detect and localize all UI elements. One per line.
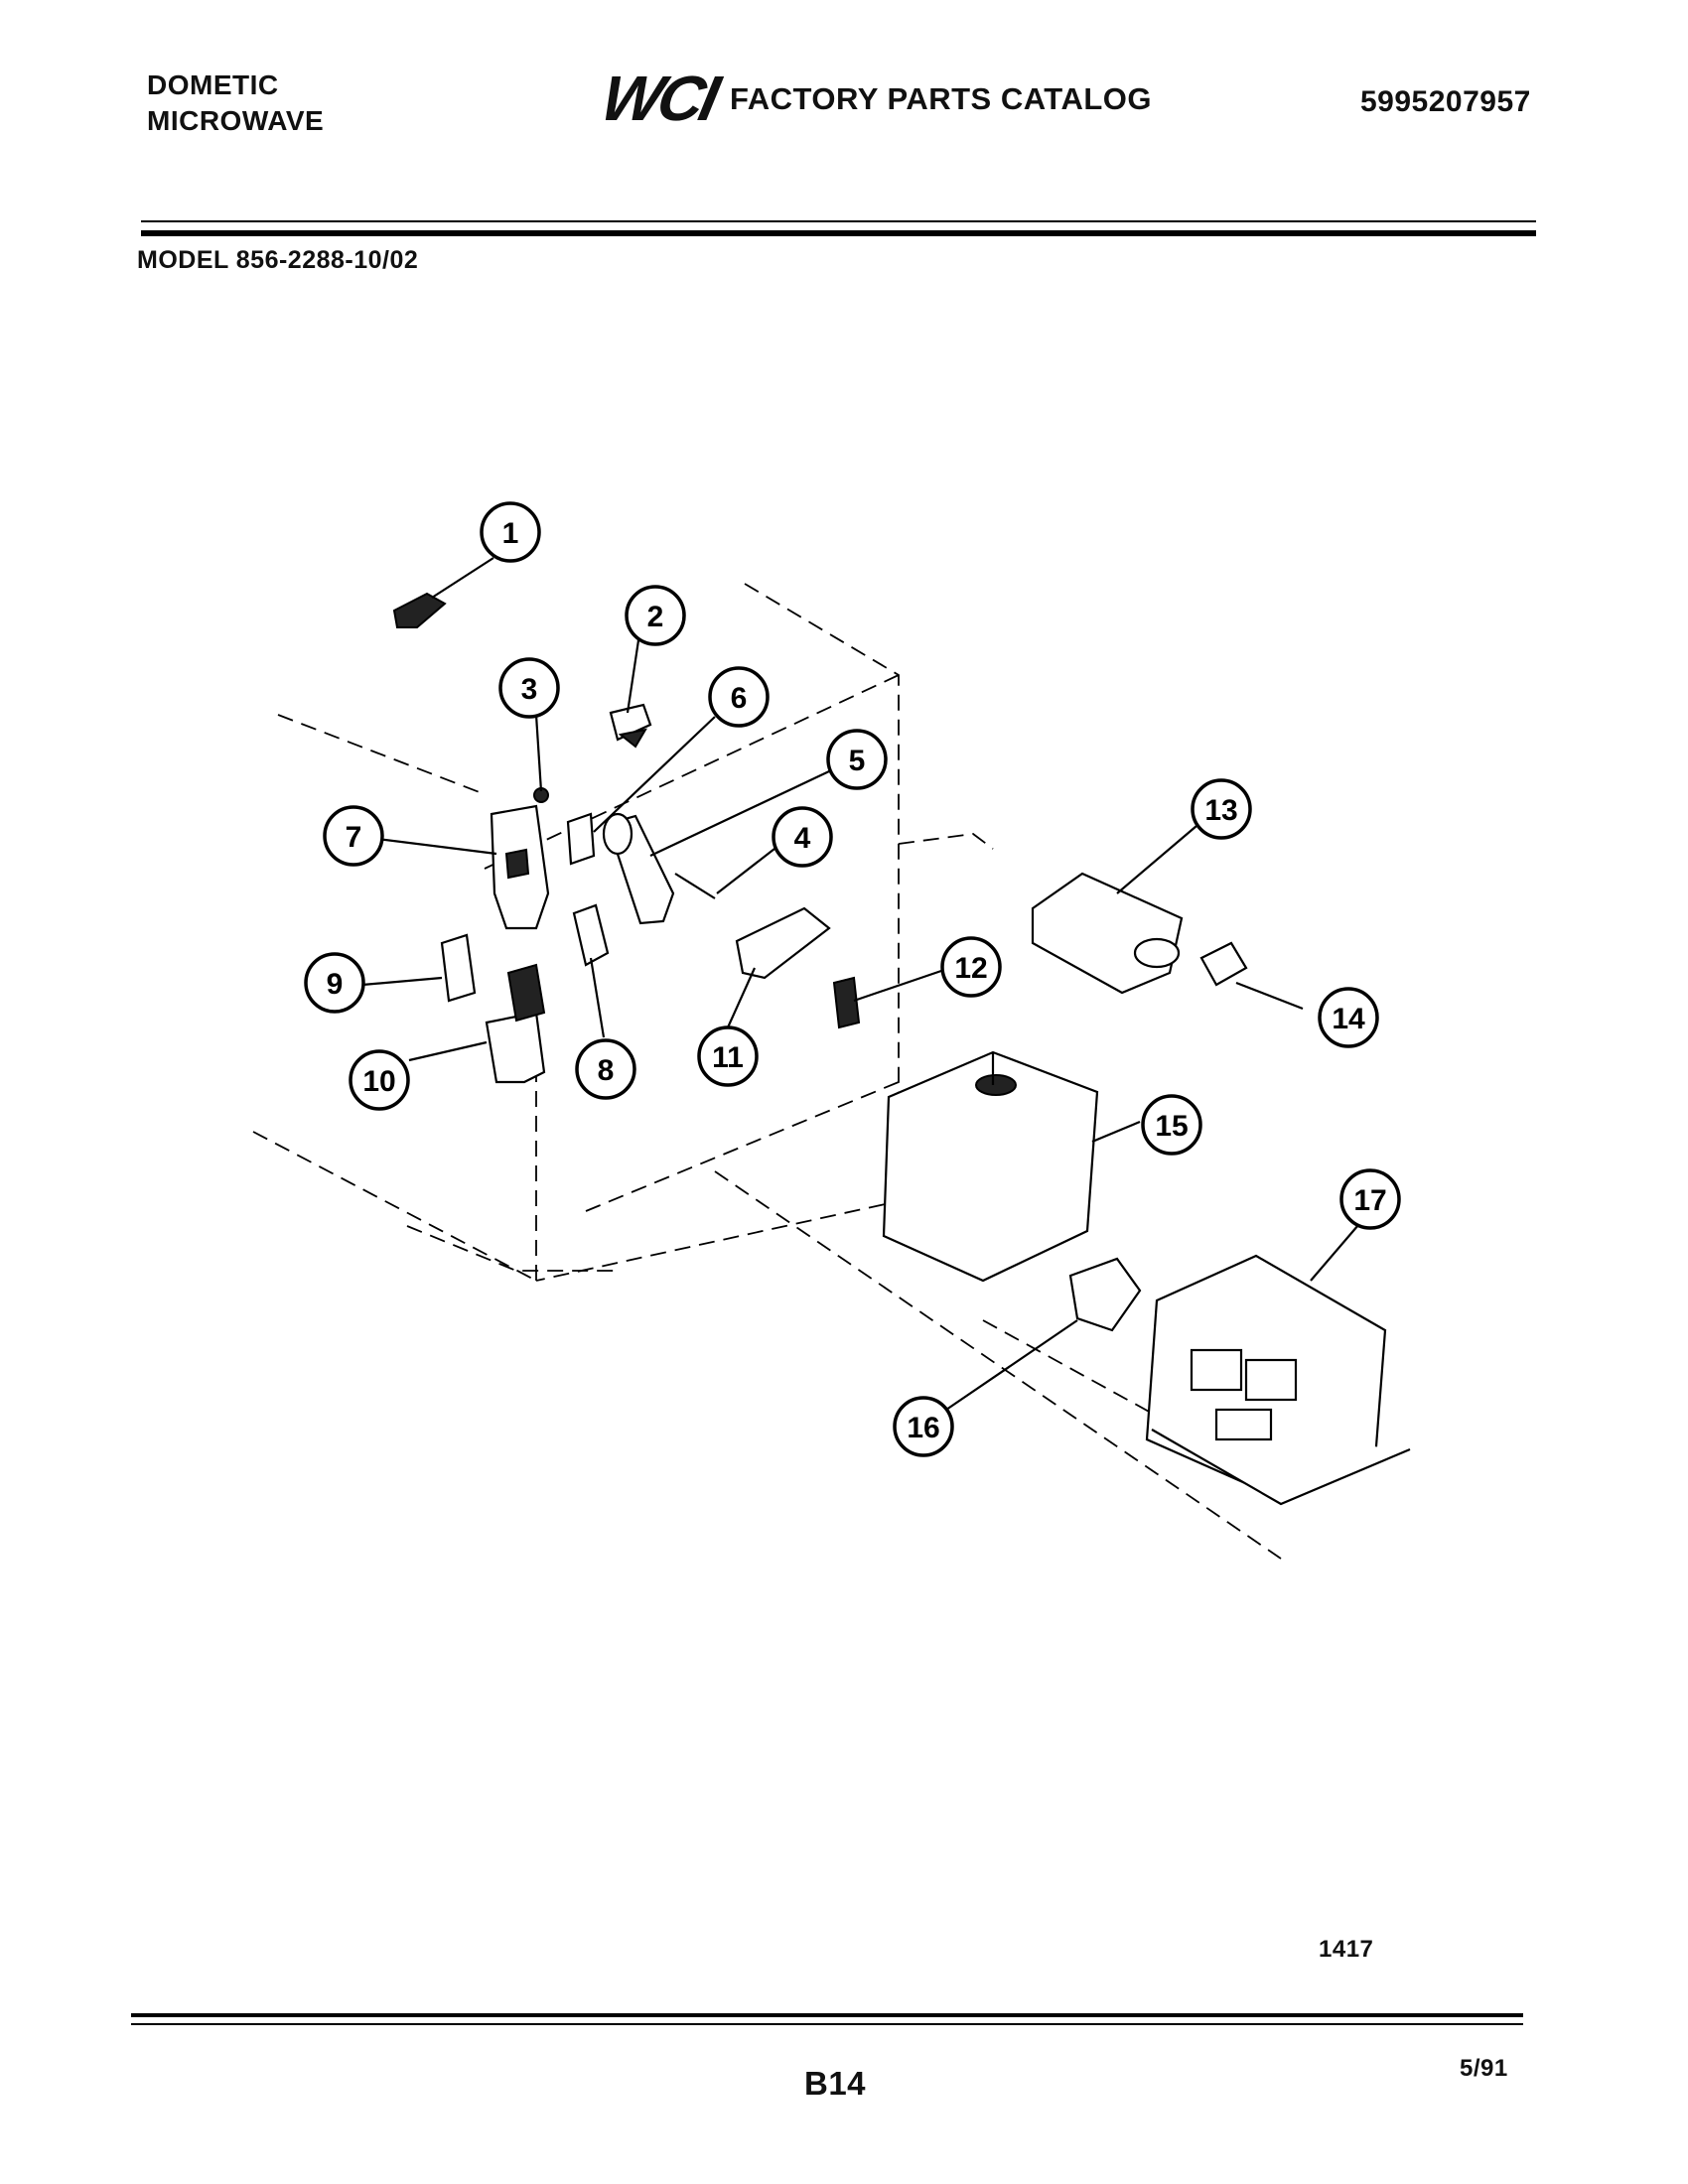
part-8-shape (572, 903, 610, 967)
part-12-shape (832, 976, 861, 1029)
part-13-shape (1031, 872, 1184, 995)
header-rule-thick (141, 230, 1536, 236)
callout-5-label: 5 (849, 745, 866, 777)
part-15-shape (882, 1050, 1099, 1283)
callout-17-label: 17 (1353, 1184, 1386, 1217)
callout-8-label: 8 (598, 1054, 615, 1087)
revision-date: 5/91 (1460, 2055, 1508, 2082)
callout-1-label: 1 (502, 517, 519, 550)
callout-11: 11 (697, 1025, 759, 1087)
part-14-shape (1199, 941, 1248, 987)
callout-10: 10 (349, 1049, 410, 1111)
callout-3: 3 (498, 657, 560, 719)
leader-lines (361, 557, 1359, 1411)
callout-12: 12 (940, 936, 1002, 998)
part-9-shape (440, 933, 477, 1003)
callout-9: 9 (304, 952, 365, 1014)
callout-6: 6 (708, 666, 770, 728)
callout-13: 13 (1191, 778, 1252, 840)
callout-16-label: 16 (907, 1412, 939, 1444)
catalog-number: 5995207957 (1360, 85, 1531, 118)
part-11-shape (735, 906, 831, 980)
callout-12-label: 12 (954, 952, 987, 985)
callout-9-label: 9 (327, 968, 344, 1001)
callout-1: 1 (480, 501, 541, 563)
callout-7: 7 (323, 805, 384, 867)
callout-17: 17 (1339, 1168, 1401, 1230)
callout-8: 8 (575, 1038, 636, 1100)
callout-14-label: 14 (1332, 1003, 1365, 1035)
figure-number: 1417 (1319, 1936, 1374, 1963)
callout-11-label: 11 (712, 1041, 744, 1074)
model-number: MODEL 856-2288-10/02 (137, 246, 419, 274)
callout-4: 4 (772, 806, 833, 868)
callout-10-label: 10 (362, 1065, 395, 1098)
catalog-title: FACTORY PARTS CATALOG (730, 81, 1152, 116)
callout-4-label: 4 (794, 822, 811, 855)
part-2-shape (609, 703, 652, 749)
part-17-shape (1145, 1254, 1411, 1506)
part-4-shape (674, 873, 716, 899)
cabinet-outline (252, 583, 1282, 1560)
callout-2-label: 2 (647, 601, 664, 633)
callout-13-label: 13 (1204, 794, 1237, 827)
product-category: MICROWAVE (147, 105, 325, 136)
part-10-shape (485, 963, 546, 1084)
part-16-shape (1068, 1257, 1142, 1332)
callout-3-label: 3 (521, 673, 538, 706)
part-7-shape (490, 804, 550, 930)
brand-name: DOMETIC (147, 69, 279, 100)
part-1-shape (392, 592, 447, 628)
callout-16: 16 (893, 1396, 954, 1457)
page-number: B14 (804, 2065, 867, 2102)
part-6-shape (566, 812, 596, 866)
callout-6-label: 6 (731, 682, 748, 715)
callout-14: 14 (1318, 987, 1379, 1048)
header-rule-thin (141, 220, 1536, 222)
callout-15-label: 15 (1155, 1110, 1188, 1143)
callout-2: 2 (625, 585, 686, 646)
callout-15: 15 (1141, 1094, 1202, 1156)
footer-rule-thin (131, 2023, 1523, 2025)
footer-rule-thick (131, 2013, 1523, 2017)
callout-7-label: 7 (346, 821, 362, 854)
part-5-shape (602, 812, 675, 925)
callout-5: 5 (826, 729, 888, 790)
